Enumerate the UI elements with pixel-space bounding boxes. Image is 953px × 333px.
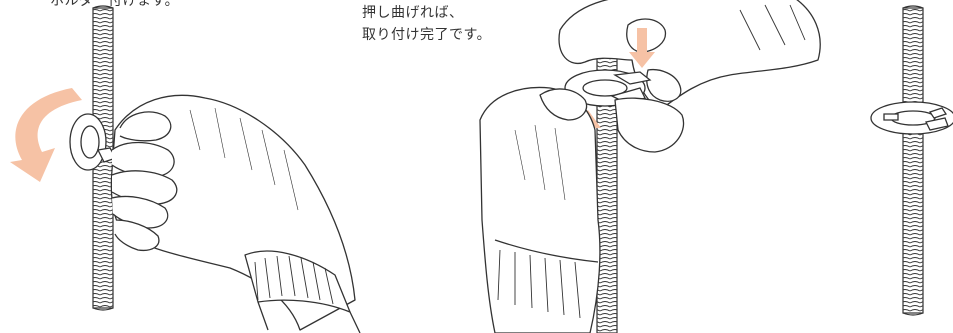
step-2-caption-line-1: 押し曲げれば、 [362,5,464,21]
step-2-caption-line-2: 取り付け完了です。 [362,27,492,43]
step-2-caption: 押し曲げれば、 取り付け完了です。 [362,2,491,46]
upper-gloved-hand [558,0,821,111]
gloved-hand [110,94,361,333]
step-1-illustration [10,5,361,333]
step-3-illustration [870,5,953,316]
lower-gloved-hand [479,86,685,333]
step-2-illustration [479,0,821,333]
push-down-arrow-icon [629,28,655,68]
rotate-arrow-icon [10,88,82,182]
threaded-rod [902,5,924,316]
holder-ring-installed [870,101,953,135]
step-1-caption-line: ホルダー付けます。 [50,0,180,9]
step-1-caption: ホルダー付けます。 [50,0,179,12]
